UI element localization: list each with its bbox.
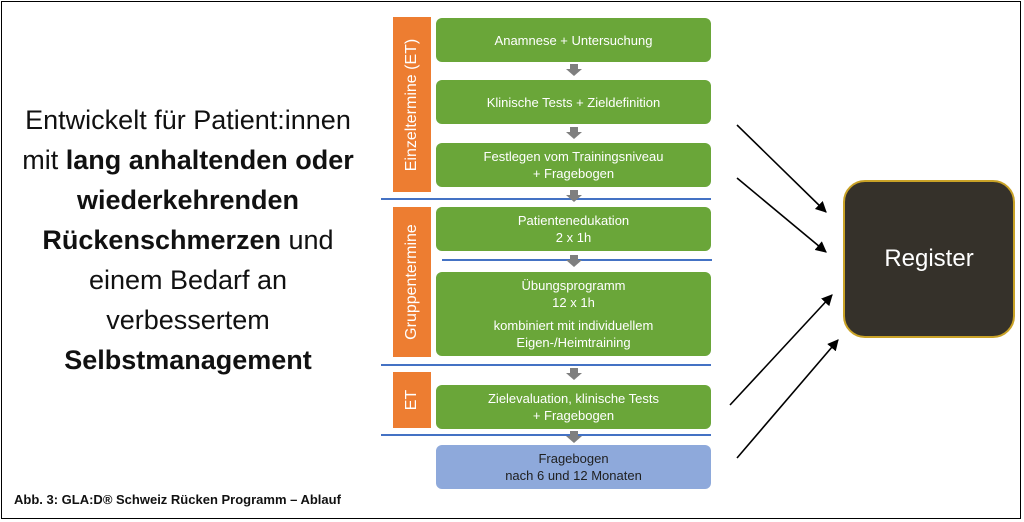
phase-gruppentermine: Gruppentermine — [393, 207, 431, 357]
step-klinische-tests: Klinische Tests + Zieldefinition — [436, 80, 711, 124]
arrow-to-register — [736, 177, 827, 253]
step-anamnese: Anamnese + Untersuchung — [436, 18, 711, 62]
intro-line: Selbstmanagement — [64, 345, 312, 375]
step-zielevaluation: Zielevaluation, klinische Tests + Frageb… — [436, 385, 711, 429]
arrow-to-register — [736, 339, 839, 459]
step-uebungsprogramm: Übungsprogramm 12 x 1h kombiniert mit in… — [436, 272, 711, 356]
intro-line: mit lang anhaltenden oder — [22, 145, 354, 175]
intro-line: Rückenschmerzen und — [42, 225, 334, 255]
arrow-to-register — [729, 294, 833, 406]
intro-line: verbessertem — [106, 305, 270, 335]
phase-et: ET — [393, 372, 431, 428]
arrow-down-icon — [566, 431, 582, 443]
intro-line: wiederkehrenden — [76, 185, 300, 215]
step-patientenedukation: Patientenedukation 2 x 1h — [436, 207, 711, 251]
register-box: Register — [843, 180, 1015, 338]
arrow-down-icon — [566, 64, 582, 76]
step-fragebogen-followup: Fragebogen nach 6 und 12 Monaten — [436, 445, 711, 489]
step-trainingsniveau: Festlegen vom Trainingsniveau + Fragebog… — [436, 143, 711, 187]
divider-line — [381, 198, 711, 200]
intro-line: einem Bedarf an — [88, 265, 288, 295]
divider-line — [381, 364, 711, 366]
arrow-down-icon — [566, 127, 582, 139]
intro-text: Entwickelt für Patient:innen mit lang an… — [8, 100, 368, 380]
arrow-down-icon — [566, 368, 582, 380]
divider-line — [381, 434, 711, 436]
arrow-down-icon — [566, 190, 582, 202]
arrow-to-register — [736, 124, 827, 213]
intro-line: Entwickelt für Patient:innen — [25, 105, 351, 135]
phase-einzeltermine: Einzeltermine (ET) — [393, 17, 431, 192]
arrow-down-icon — [566, 255, 582, 267]
figure-caption: Abb. 3: GLA:D® Schweiz Rücken Programm –… — [14, 492, 341, 507]
